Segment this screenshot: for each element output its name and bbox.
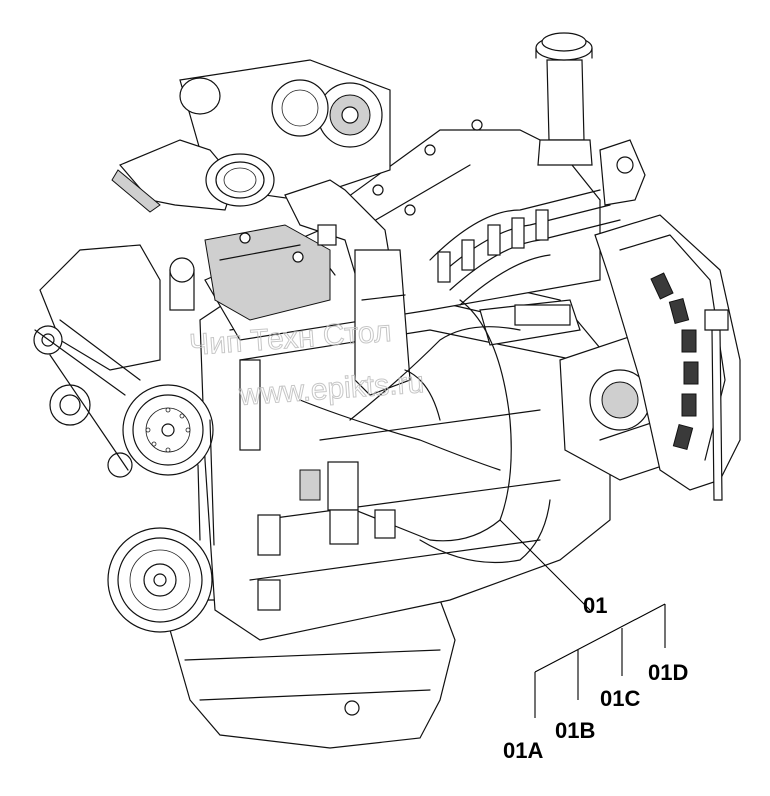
oil-filler: [535, 32, 593, 166]
intake-pipe: [284, 179, 411, 396]
wiring-harness: [169, 257, 551, 611]
belt-drive: [33, 244, 215, 633]
callout-labels: 01 01D 01C 01B 01A: [503, 593, 688, 763]
turbocharger: [111, 59, 391, 213]
engine-block: [169, 119, 611, 749]
callout-01D: 01D: [648, 660, 688, 685]
flywheel-housing: [594, 139, 741, 501]
callout-leaders: [499, 519, 666, 718]
injection-lines: [429, 189, 681, 481]
callout-01C: 01C: [600, 686, 640, 711]
callout-01B: 01B: [555, 718, 595, 743]
callout-01: 01: [583, 593, 607, 618]
callout-01A: 01A: [503, 738, 543, 763]
